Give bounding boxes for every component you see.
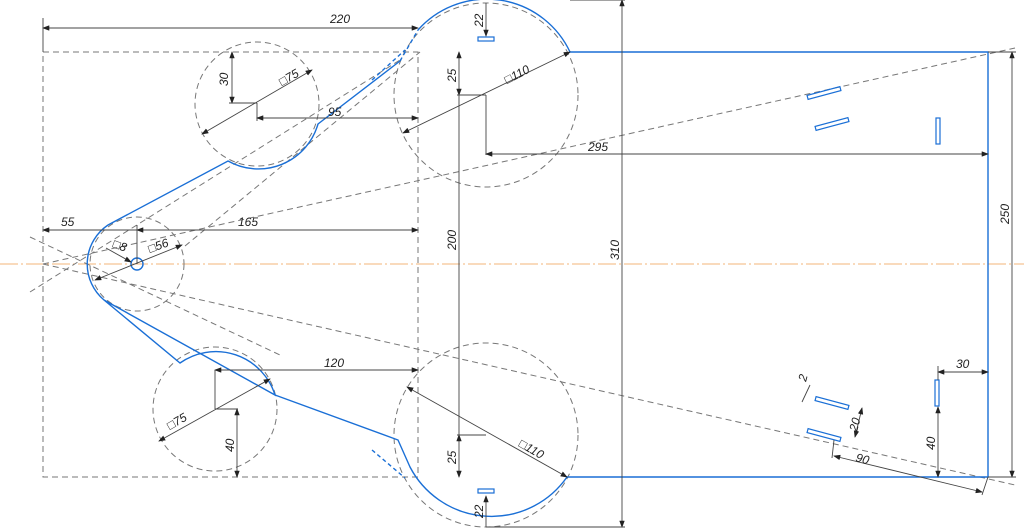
dim-310: 310: [608, 240, 622, 260]
dim-25-top: 25: [445, 68, 459, 83]
dim-165: 165: [238, 215, 258, 229]
dim-dia56: □56: [146, 236, 170, 256]
dim-55: 55: [61, 215, 75, 229]
dim-220: 220: [329, 12, 350, 26]
dim-dia110-top: □110: [502, 62, 532, 87]
dim-dia75-top: □75: [277, 66, 302, 89]
dim-25-bottom: 25: [445, 450, 459, 465]
dim-120: 120: [324, 356, 344, 370]
dim-dia110-bottom: □110: [517, 436, 547, 461]
dimension-lines: [42, 0, 1016, 528]
dim-2: 2: [795, 372, 811, 383]
dim-30: 30: [217, 72, 231, 86]
dim-200: 200: [445, 230, 459, 251]
dim-dia8: □8: [111, 237, 129, 255]
dim-90: 90: [854, 450, 871, 467]
dim-22-bottom: 22: [472, 504, 486, 519]
dim-dia75-bottom: □75: [165, 410, 190, 433]
dimension-labels: 220 22 30 □75 95 25 □110 295 55 165 □8 □…: [61, 12, 1012, 519]
dim-40-right: 40: [924, 436, 938, 450]
dim-30-right: 30: [956, 357, 970, 371]
dim-22-top: 22: [472, 13, 486, 28]
dim-95: 95: [328, 105, 342, 119]
dim-250: 250: [998, 204, 1012, 225]
dim-295: 295: [587, 140, 608, 154]
dim-40-left: 40: [223, 438, 237, 452]
slots: [477, 36, 941, 494]
dim-20: 20: [846, 416, 863, 434]
